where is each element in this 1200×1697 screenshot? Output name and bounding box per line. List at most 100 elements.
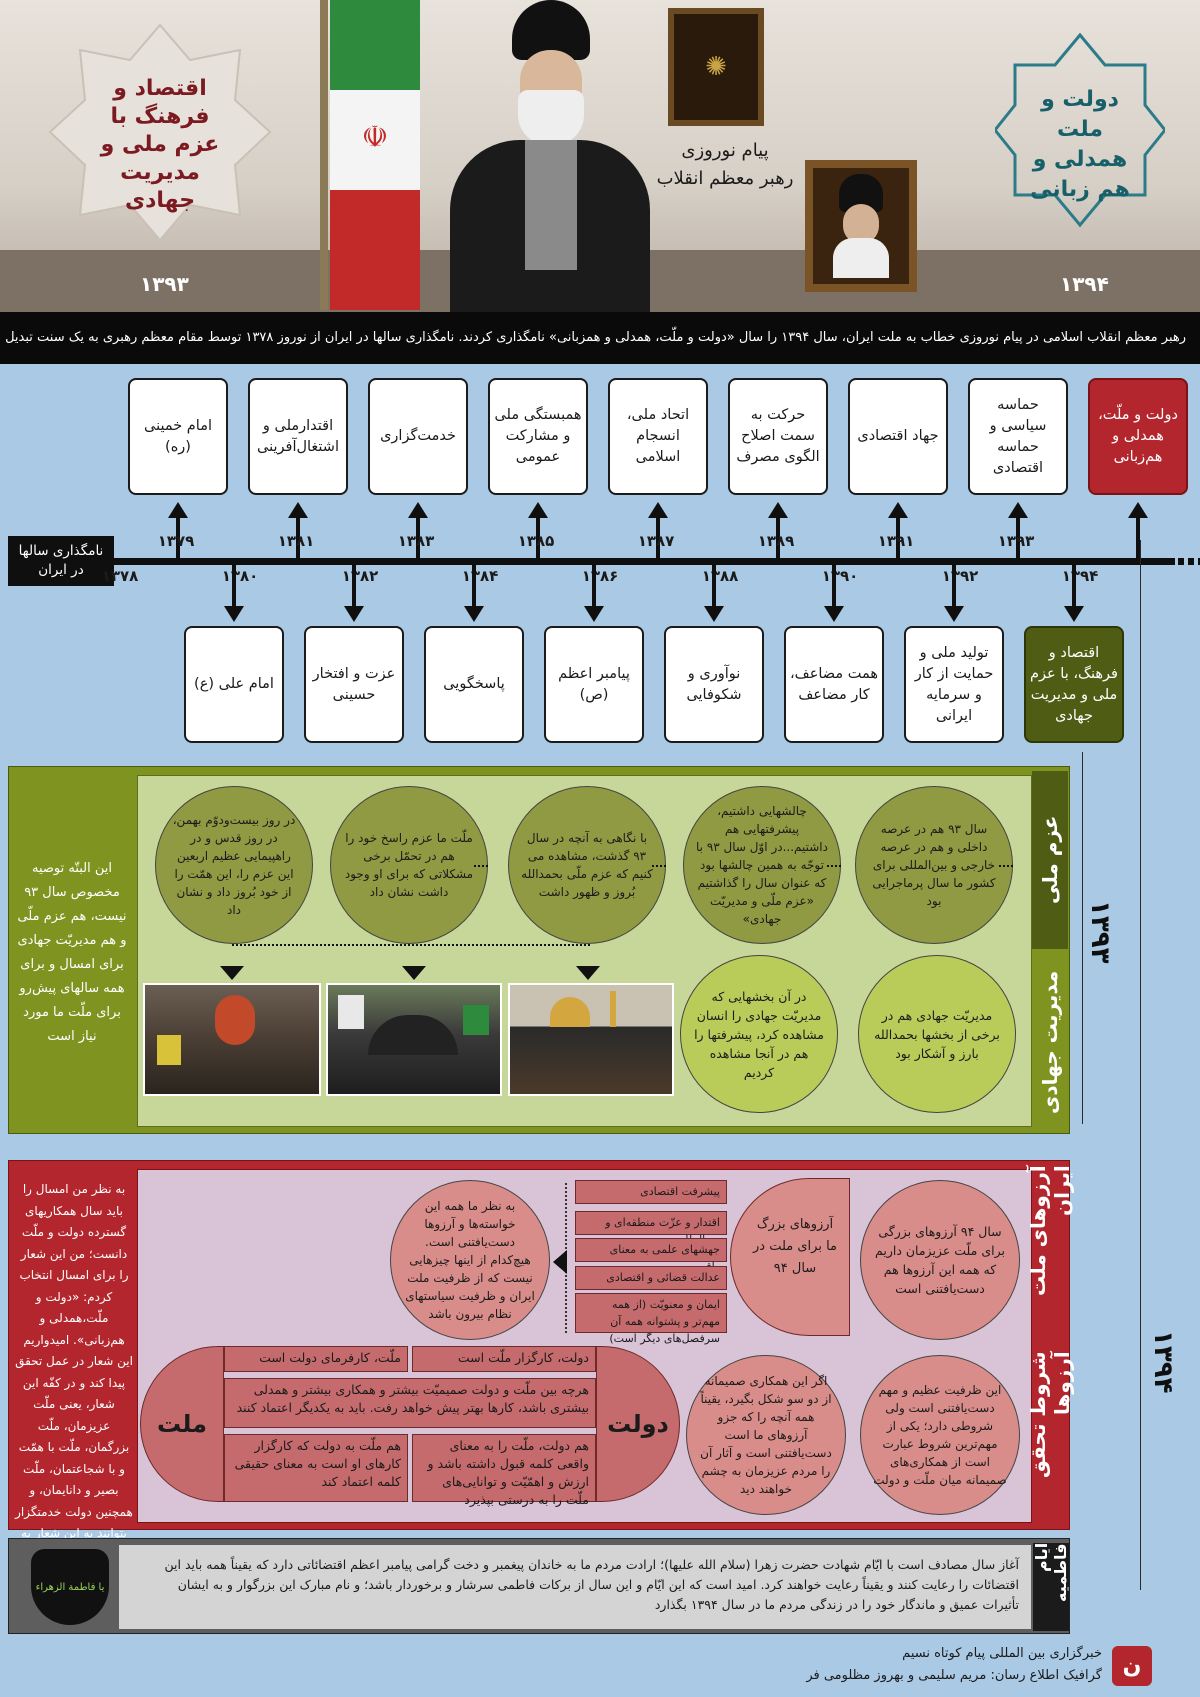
leader-portrait xyxy=(430,0,670,312)
header-year-1393: ۱۳۹۳ xyxy=(140,272,189,296)
connector-1393 xyxy=(1082,752,1083,1124)
arrow-up-icon xyxy=(648,502,668,560)
arrow-up-icon xyxy=(888,502,908,560)
aspirations-bracket xyxy=(730,1178,850,1336)
fatemiyeh-section: ایام فاطمیه آغاز سال مصادف است با ایّام … xyxy=(8,1538,1070,1634)
row-government-agent: دولت، کارگزار ملّت است xyxy=(412,1346,596,1372)
timeline-year-label: ۱۳۸۲ xyxy=(341,567,379,585)
nation-label: ملت xyxy=(156,1410,208,1438)
arrow-up-icon xyxy=(1128,502,1148,560)
timeline-year-label: ۱۳۸۱ xyxy=(277,532,315,550)
label-fatemiyeh: ایام فاطمیه xyxy=(1032,1543,1070,1631)
timeline-year-label: ۱۳۸۷ xyxy=(637,532,675,550)
nowruz-subtitle: رهبر معظم انقلاب xyxy=(656,168,794,189)
circle-national-resolve: در روز بیست‌ودوّم بهمن، در روز قدس و در … xyxy=(155,786,313,944)
emblem-icon: ☫ xyxy=(361,120,389,155)
row-government-accepts: هم دولت، ملّت را به معنای واقعی کلمه قبو… xyxy=(412,1434,596,1507)
emblem-1393: اقتصاد و فرهنگ با عزم ملی و مدیریت جهادی xyxy=(45,20,275,245)
label-conditions: شروط تحقق آرزوها xyxy=(1026,1351,1074,1527)
timeline-year-label: ۱۳۸۴ xyxy=(461,567,499,585)
arrow-down-icon xyxy=(464,564,484,622)
side-note-1393: این البتّه توصیه مخصوص سال ۹۳ نیست، هم ع… xyxy=(17,861,127,1044)
timeline-top-item: امام خمینی (ره) xyxy=(128,378,228,495)
emblem-1393-text: اقتصاد و فرهنگ با عزم ملی و مدیریت جهادی xyxy=(100,76,220,213)
octagon-star-icon xyxy=(993,32,1167,228)
timeline-year-label: ۱۳۹۳ xyxy=(997,532,1035,550)
arrow-down-icon xyxy=(944,564,964,622)
arrow-down-icon xyxy=(344,564,364,622)
timeline-bottom-item: پاسخگویی xyxy=(424,626,524,743)
fatemiyeh-text: آغاز سال مصادف است با ایّام شهادت حضرت ز… xyxy=(164,1557,1019,1612)
timeline-top-item: خدمت‌گزاری xyxy=(368,378,468,495)
timeline-year-label: ۱۳۸۵ xyxy=(517,532,555,550)
label-aspirations: آرزوهای ملت ایران xyxy=(1026,1165,1074,1343)
arrow-down-icon xyxy=(584,564,604,622)
year-1394-vertical: ۱۳۹۴ xyxy=(1148,1330,1178,1394)
timeline-bottom-item: اقتصاد و فرهنگ، با عزم ملی و مدیریت جهاد… xyxy=(1024,626,1124,743)
timeline-axis xyxy=(110,558,1175,565)
footer-agency: خبرگزاری بین المللی پیام کوتاه نسیم xyxy=(902,1646,1102,1661)
timeline-top-item: اقتدارملی و اشتغال‌آفرینی xyxy=(248,378,348,495)
news-logo-icon: ن xyxy=(1112,1646,1152,1686)
aspiration-item: عدالت قضائی و اقتصادی xyxy=(575,1266,727,1290)
circle-national-resolve: چالشهایی داشتیم، پیشرفتهایی هم داشتیم...… xyxy=(683,786,841,944)
timeline-bottom-item: تولید ملی و حمایت از کار و سرمایه ایرانی xyxy=(904,626,1004,743)
row-nation-employer: ملّت، کارفرمای دولت است xyxy=(224,1346,408,1372)
footer-credit: گرافیک اطلاع رسان: مریم سلیمی و بهروز مظ… xyxy=(806,1668,1102,1683)
dotted-connector xyxy=(827,865,841,867)
photo-arbaeen xyxy=(508,983,674,1096)
label-jihadi-management: مدیریت جهادی xyxy=(1032,957,1068,1127)
dotted-connector xyxy=(652,865,666,867)
photo-rally xyxy=(326,983,502,1096)
arrow-down-icon xyxy=(824,564,844,622)
timeline-bottom-item: همت مضاعف، کار مضاعف xyxy=(784,626,884,743)
circle-aspirations-1: سال ۹۴ آرزوهای بزرگی برای ملّت عزیزمان د… xyxy=(860,1180,1020,1340)
star-pattern-icon xyxy=(48,23,272,242)
arrow-up-icon xyxy=(408,502,428,560)
circle-national-resolve: با نگاهی به آنچه در سال ۹۳ گذشت، مشاهده … xyxy=(508,786,666,944)
timeline-top-item: حماسه سیاسی و حماسه اقتصادی xyxy=(968,378,1068,495)
aspiration-item: پیشرفت اقتصادی xyxy=(575,1180,727,1204)
arrow-up-icon xyxy=(528,502,548,560)
timeline-year-label: ۱۳۹۲ xyxy=(941,567,979,585)
timeline-year-label: ۱۳۹۰ xyxy=(821,567,859,585)
circle-national-resolve: سال ۹۳ هم در عرصه داخلی و هم در عرصه خار… xyxy=(855,786,1013,944)
year-1393-vertical: ۱۳۹۳ xyxy=(1085,900,1115,964)
aspiration-item: ایمان و معنویّت (از همه مهم‌تر و پشتوانه… xyxy=(575,1293,727,1345)
timeline-year-label: ۱۳۸۳ xyxy=(397,532,435,550)
timeline-year-label: ۱۳۸۶ xyxy=(581,567,619,585)
header-year-1394: ۱۳۹۴ xyxy=(1060,272,1109,296)
circle-jihadi-management: در آن بخشهایی که مدیریّت جهادی را انسان … xyxy=(680,955,838,1113)
khomeini-frame xyxy=(805,160,917,292)
government-label: دولت xyxy=(607,1410,669,1438)
timeline-year-label: ۱۳۷۹ xyxy=(157,532,195,550)
arrow-to-photo-2 xyxy=(402,966,426,980)
arrow-up-icon xyxy=(1008,502,1028,560)
fatemiyeh-badge-text: یا فاطمة الزهراء xyxy=(35,1581,105,1593)
label-national-resolve: عزم ملی xyxy=(1032,771,1068,949)
arrow-down-icon xyxy=(224,564,244,622)
dotted-connector xyxy=(474,865,488,867)
emblem-1394-text: دولت و ملت همدلی و هم زبانی xyxy=(1030,87,1130,202)
timeline-label: نامگذاری سالها در ایران xyxy=(8,536,114,586)
arrow-down-icon xyxy=(1064,564,1084,622)
header-banner: دولت و ملت همدلی و هم زبانی ۱۳۹۴ اقتصاد … xyxy=(0,0,1200,312)
timeline-bottom-item: پیامبر اعظم (ص) xyxy=(544,626,644,743)
dotted-connector xyxy=(999,865,1013,867)
timeline-axis-dash xyxy=(1178,558,1200,565)
arrow-down-icon xyxy=(704,564,724,622)
timeline-year-label: ۱۳۸۹ xyxy=(757,532,795,550)
circle-aspirations-2: به نظر ما همه این خواسته‌ها و آرزوها دست… xyxy=(390,1180,550,1340)
timeline-top-item: جهاد اقتصادی xyxy=(848,378,948,495)
photo-protest xyxy=(143,983,321,1096)
arrow-left-icon xyxy=(553,1250,567,1274)
calligraphy-frame: ✺ xyxy=(668,8,764,126)
aspiration-item: اقتدار و عزّت منطقه‌ای و بین‌المللی xyxy=(575,1211,727,1246)
circle-conditions-2: اگر این همکاری صمیمانه از دو سو شکل بگیر… xyxy=(686,1355,846,1515)
circle-conditions-1: این ظرفیت عظیم و مهم دست‌یافتنی است ولی … xyxy=(860,1355,1020,1515)
intro-text: رهبر معظم انقلاب اسلامی در پیام نوروزی خ… xyxy=(0,312,1200,397)
timeline-top-item: اتحاد ملی، انسجام اسلامی xyxy=(608,378,708,495)
fatemiyeh-badge: یا فاطمة الزهراء xyxy=(31,1549,109,1625)
timeline-bottom-item: عزت و افتخار حسینی xyxy=(304,626,404,743)
timeline: نامگذاری سالها در ایران دولت و ملّت، همد… xyxy=(0,364,1200,754)
